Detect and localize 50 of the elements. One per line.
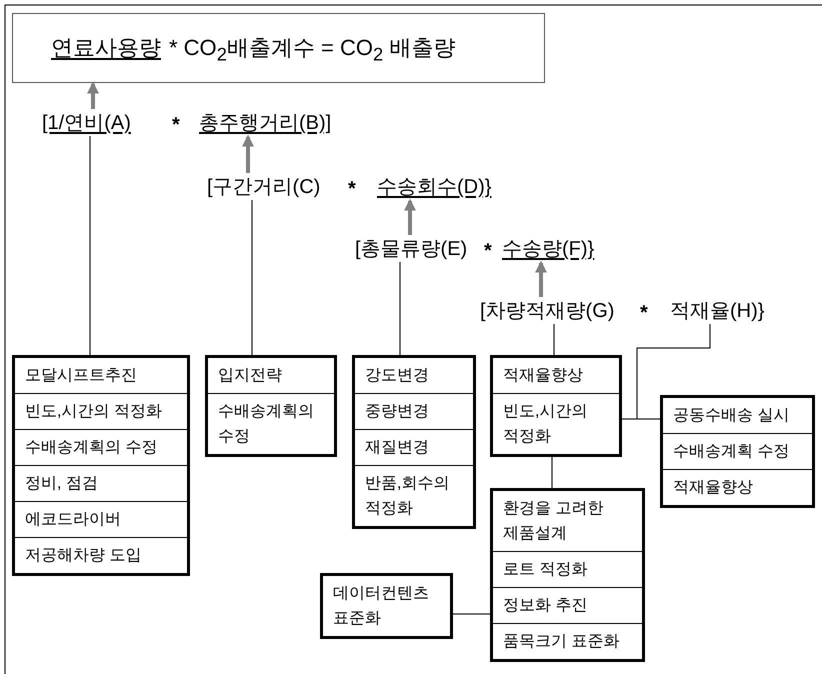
measure-table [490,355,622,457]
connector-line [622,418,660,420]
list-item: 정비, 점검 [15,465,187,501]
list-item: 공동수배송 실시 [672,406,790,426]
multiply-sign: * [348,177,356,202]
measure-table [320,573,453,639]
list-item: 재질변경 [355,429,473,465]
list-item: 수배송계획 수정 [663,433,812,469]
multiply-sign: * [484,239,492,264]
measure-table [490,488,645,662]
arrow [87,82,99,109]
measure-table [205,355,337,457]
measure-table [352,355,476,529]
list-item: 환경을 고려한 제품설계 [502,499,604,544]
formula-term: [차량적재량(G) [480,298,614,324]
list-item: 빈도,시간의 적정화 [493,393,619,454]
arrow [535,260,547,297]
list-item: 중량변경 [355,393,473,429]
list-item: 정보화 추진 [493,587,642,623]
formula-term: 총주행거리(B)] [199,110,332,136]
connector-line [636,324,710,420]
formula-term: 수송회수(D)} [377,174,492,200]
arrow [404,198,416,235]
formula-term: 수송량(F)} [502,236,594,262]
measure-table [660,395,815,508]
measure-table [12,355,190,576]
list-item: 로트 적정화 [493,551,642,587]
list-item: 품목크기 표준화 [493,623,642,659]
list-item: 수배송계획의 수정 [15,429,187,465]
list-item: 에코드라이버 [15,501,187,537]
arrow [242,134,254,173]
list-item: 수배송계획의 수정 [208,393,334,454]
multiply-sign: * [640,301,648,326]
formula-term: [1/연비(A) [42,110,131,136]
formula-text: * CO$_{2}$배출계수 = CO$_{2}$ 배출량 [169,35,456,60]
formula-term: [구간거리(C) [207,174,320,200]
list-item: 적재율향상 [502,366,584,386]
formula-term: 연료사용량 [51,35,161,60]
list-item: 데이터컨텐츠 표준화 [332,584,430,629]
list-item: 반품,회수의 적정화 [355,465,473,526]
list-item: 적재율향상 [663,469,812,505]
list-item: 입지전략 [217,366,283,386]
formula-term: [총물류량(E) [355,236,468,262]
list-item: 강도변경 [364,366,430,386]
formula-term: 적재율(H)} [670,298,764,324]
multiply-sign: * [172,113,180,138]
formula-box [12,13,545,83]
list-item: 저공해차량 도입 [15,537,187,573]
list-item: 모달시프트추진 [24,366,138,386]
list-item: 빈도,시간의 적정화 [15,393,187,429]
